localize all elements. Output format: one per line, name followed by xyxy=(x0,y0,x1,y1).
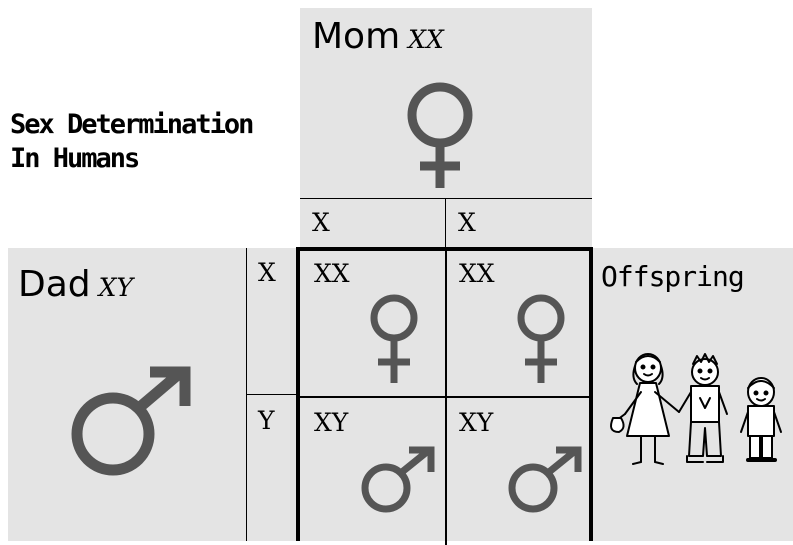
punnett-cell-genotype: XX xyxy=(314,259,350,288)
offspring-label: Offspring xyxy=(601,260,745,293)
punnett-cell-xy-2: XY xyxy=(447,398,592,545)
punnett-cell-genotype: XX xyxy=(459,259,495,288)
mom-allele-divider xyxy=(445,198,446,248)
title-line-1: Sex Determination xyxy=(10,109,254,140)
dad-allele-column: X Y xyxy=(246,248,298,541)
mom-allele-divider-top xyxy=(300,198,592,199)
punnett-cell-genotype: XY xyxy=(459,408,494,437)
punnett-cell-xx-2: XX xyxy=(447,251,592,396)
children-drawing-icon xyxy=(610,353,782,465)
offspring-panel: Offspring xyxy=(593,248,793,541)
punnett-horizontal-line xyxy=(300,396,589,398)
mom-allele-row: X X xyxy=(300,198,592,248)
mom-allele-1: X xyxy=(312,208,330,237)
dad-allele-divider xyxy=(246,394,298,395)
male-icon xyxy=(361,446,435,513)
male-icon xyxy=(508,446,582,513)
dad-allele-1: X xyxy=(258,258,276,287)
dad-name: Dad xyxy=(18,264,91,305)
diagram-title: Sex Determination In Humans xyxy=(10,108,300,176)
mom-name: Mom xyxy=(312,16,401,57)
mom-allele-2: X xyxy=(458,208,476,237)
punnett-vertical-line xyxy=(445,251,447,545)
female-icon xyxy=(370,294,418,383)
punnett-cell-xx-1: XX xyxy=(300,251,445,396)
female-icon xyxy=(517,294,565,383)
dad-allele-2: Y xyxy=(258,406,275,435)
punnett-cell-genotype: XY xyxy=(314,408,349,437)
punnett-square: XX XX XY XY xyxy=(296,247,593,545)
dad-male-icon xyxy=(71,366,191,476)
title-line-2: In Humans xyxy=(10,143,140,174)
mom-female-icon xyxy=(407,82,473,188)
dad-genotype: XY xyxy=(98,273,133,302)
mom-genotype: XX xyxy=(408,25,444,54)
punnett-cell-xy-1: XY xyxy=(300,398,445,545)
